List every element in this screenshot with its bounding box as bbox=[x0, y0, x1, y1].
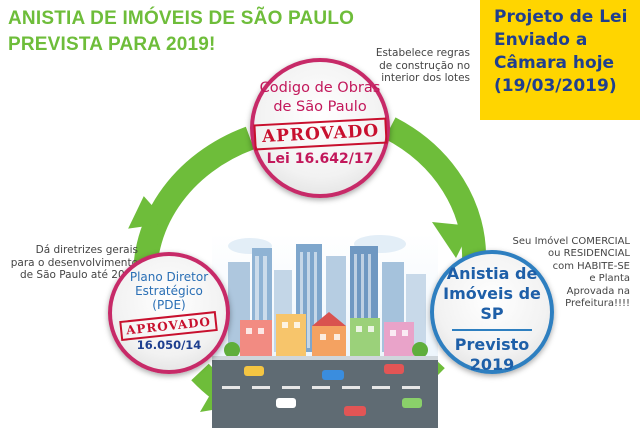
node-title: Plano Diretor bbox=[129, 270, 209, 284]
note-codigo: Estabelece regras de construção no inter… bbox=[340, 47, 470, 85]
divider bbox=[452, 329, 532, 331]
note-pde: Dá diretrizes gerais para o desenvolvime… bbox=[8, 244, 138, 282]
node-plano-diretor: Plano Diretor Estratégico (PDE) APROVADO… bbox=[108, 252, 230, 374]
note-top-line: Estabelece regras bbox=[375, 47, 470, 59]
city-illustration bbox=[212, 234, 438, 428]
approved-stamp: APROVADO bbox=[253, 117, 388, 151]
notice-line2: Enviado a bbox=[494, 30, 588, 50]
note-left-line: Dá diretrizes gerais bbox=[35, 244, 138, 256]
node-codigo-de-obras: Codigo de Obras de São Paulo APROVADO Le… bbox=[250, 58, 390, 198]
notice-line3: Câmara hoje bbox=[494, 53, 615, 73]
node-title: Codigo de Obras bbox=[259, 80, 381, 96]
note-right-line: Prefeitura!!!! bbox=[565, 298, 630, 310]
status-year: 2019 bbox=[469, 355, 515, 374]
note-top-line: interior dos lotes bbox=[381, 72, 470, 84]
note-left-line: para o desenvolvimento bbox=[10, 256, 138, 269]
node-title: Imóveis de SP bbox=[443, 284, 541, 323]
notice-box: Projeto de Lei Enviado a Câmara hoje (19… bbox=[480, 0, 640, 120]
node-title: Anistia de bbox=[446, 264, 538, 283]
note-anistia: Seu Imóvel COMERCIAL ou RESIDENCIAL com … bbox=[495, 236, 630, 310]
node-anistia: Anistia de Imóveis de SP Previsto 2019 bbox=[430, 250, 554, 374]
headline: ANISTIA DE IMÓVEIS DE SÃO PAULO PREVISTA… bbox=[8, 6, 408, 58]
note-right-line: com HABITE-SE bbox=[552, 260, 630, 272]
note-left-line: de São Paulo até 2029 bbox=[19, 269, 138, 281]
node-title: Estratégico bbox=[135, 284, 203, 298]
headline-line1: ANISTIA DE IMÓVEIS DE SÃO PAULO bbox=[8, 8, 355, 29]
node-title: (PDE) bbox=[152, 298, 186, 312]
note-right-line: Aprovada na bbox=[566, 285, 630, 297]
approved-stamp: APROVADO bbox=[119, 310, 219, 342]
law-number: Lei 16.642/17 bbox=[266, 151, 374, 167]
notice-line1: Projeto de Lei bbox=[494, 7, 628, 27]
node-title: de São Paulo bbox=[273, 99, 367, 115]
note-right-line: ou RESIDENCIAL bbox=[547, 248, 630, 260]
note-right-line: Seu Imóvel COMERCIAL bbox=[512, 236, 630, 247]
note-right-line: e Planta bbox=[589, 273, 630, 285]
headline-line2: PREVISTA PARA 2019! bbox=[8, 34, 216, 55]
notice-line4: (19/03/2019) bbox=[494, 76, 617, 96]
law-number: 16.050/14 bbox=[136, 338, 202, 352]
status-label: Previsto bbox=[454, 335, 530, 354]
note-top-line: de construção no bbox=[379, 59, 470, 72]
